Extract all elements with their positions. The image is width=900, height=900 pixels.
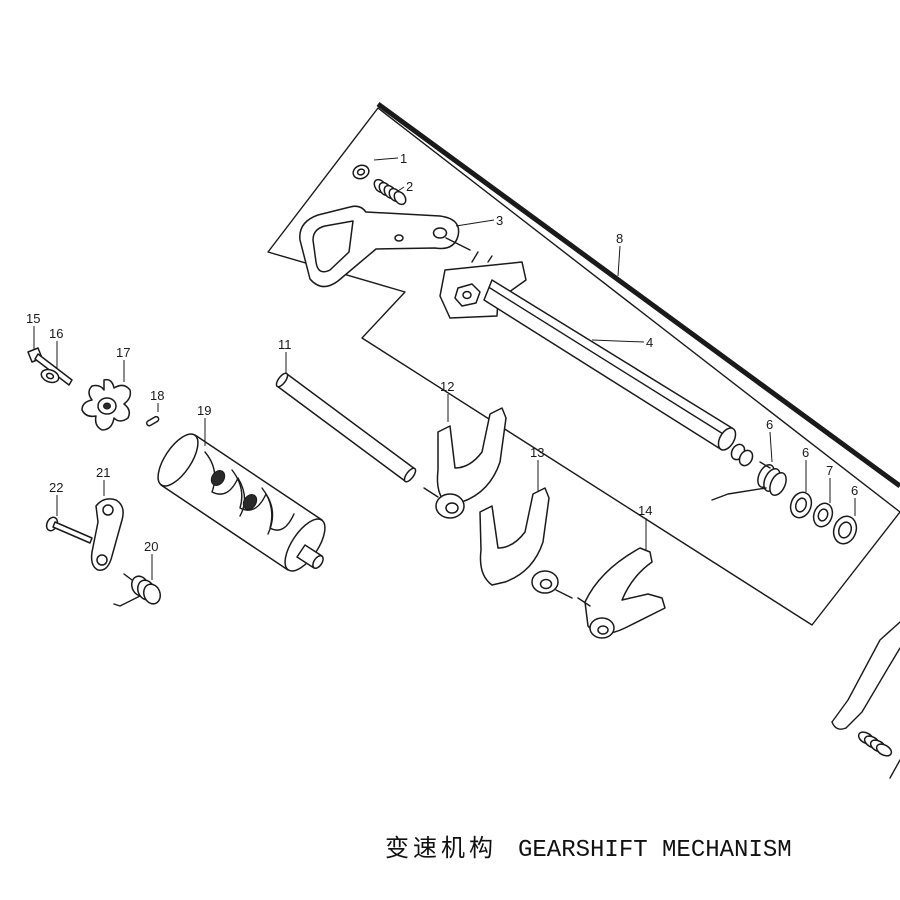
part-19-shift-drum — [157, 433, 326, 572]
callout-16: 16 — [49, 326, 63, 341]
callout-6b: 6 — [802, 445, 809, 460]
part-17-star-plate — [81, 378, 132, 431]
part-4-shift-shaft — [483, 279, 754, 467]
part-16-washer — [40, 368, 60, 384]
part-14-shift-fork — [577, 547, 666, 639]
part-3-shift-arm — [299, 205, 471, 288]
part-6-washer-b — [832, 515, 858, 545]
callout-1: 1 — [400, 151, 407, 166]
callout-6a: 6 — [766, 417, 773, 432]
caption-chinese: 变速机构 — [385, 834, 497, 862]
part-2-spring — [373, 178, 407, 206]
callout-17: 17 — [116, 345, 130, 360]
callout-14: 14 — [638, 503, 652, 518]
callout-8: 8 — [616, 231, 623, 246]
part-1-ring — [352, 164, 370, 180]
callout-12: 12 — [440, 379, 454, 394]
shift-pedal-partial — [831, 621, 900, 779]
callout-15: 15 — [26, 311, 40, 326]
part-20-spring — [113, 573, 162, 607]
callout-2: 2 — [406, 179, 413, 194]
callout-13: 13 — [530, 445, 544, 460]
callout-11: 11 — [278, 337, 292, 352]
part-7-collar — [812, 502, 834, 528]
callout-21: 21 — [96, 465, 110, 480]
callout-4: 4 — [646, 335, 653, 350]
callout-7: 7 — [826, 463, 833, 478]
assembly-border-bar — [376, 101, 900, 489]
callout-6c: 6 — [851, 483, 858, 498]
callout-3: 3 — [496, 213, 503, 228]
part-12-shift-fork — [423, 407, 507, 519]
callout-20: 20 — [144, 539, 158, 554]
diagram-caption: 变速机构 GEARSHIFT MECHANISM — [385, 834, 792, 864]
part-6-washer-a — [789, 491, 813, 519]
part-11-fork-shaft — [275, 372, 417, 483]
callout-22: 22 — [49, 480, 63, 495]
part-22-bolt — [45, 516, 93, 544]
part-13-shift-fork — [479, 487, 573, 599]
part-6-return-spring — [711, 461, 787, 501]
part-18-pin — [145, 415, 160, 427]
assembly-boundary — [267, 107, 900, 626]
part-21-stopper-arm — [90, 498, 124, 571]
callout-labels: 1 2 3 8 4 6 6 7 6 15 16 17 18 19 11 12 1… — [26, 151, 858, 554]
callout-19: 19 — [197, 403, 211, 418]
caption-english: GEARSHIFT MECHANISM — [518, 837, 792, 864]
part-8-shaft-bracket — [439, 251, 527, 319]
callout-leaders — [33, 157, 856, 580]
part-15-bolt — [27, 347, 73, 386]
callout-18: 18 — [150, 388, 164, 403]
